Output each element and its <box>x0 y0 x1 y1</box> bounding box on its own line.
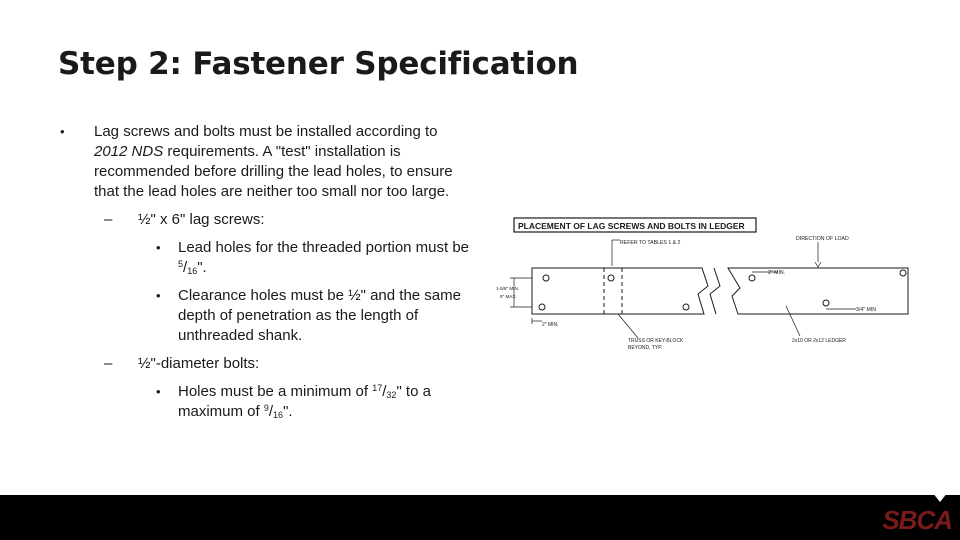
bolt-holes-end: ". <box>283 403 293 420</box>
dimension-lines <box>510 239 856 339</box>
bolt-holes-mid: " to a maximum of <box>178 383 431 420</box>
hole <box>538 303 546 311</box>
ledger-diagram: PLACEMENT OF LAG SCREWS AND BOLTS IN LED… <box>496 217 909 351</box>
ledger-outline <box>531 267 909 315</box>
label-refer-tables: REFER TO TABLES 1 & 2 <box>620 240 681 246</box>
bolt-holes-text: Holes must be a minimum of <box>178 383 373 400</box>
sub-sub-bullet-bolt-holes: • Holes must be a minimum of 17/32" to a… <box>156 383 431 420</box>
label-truss-2: BEYOND, TYP. <box>628 345 662 351</box>
diagram-title-box <box>513 217 757 233</box>
sub-bullet-lag-screws: – ½" x 6" lag screws: <box>58 210 470 230</box>
label-dim-left-2: 5" MAX. <box>500 294 517 299</box>
hole <box>607 274 615 282</box>
slide-body: • Lag screws and bolts must be installed… <box>58 122 470 430</box>
bullet-marker: • <box>156 384 161 399</box>
footer-bar: SBCA <box>0 492 960 540</box>
lead-holes-end: ". <box>197 259 207 276</box>
fraction-numerator: 5 <box>178 259 184 269</box>
sub-bullet-bolts: – ½"-diameter bolts: <box>58 354 470 374</box>
footer-notch <box>932 492 948 502</box>
dash-marker: – <box>104 211 113 228</box>
dash-marker: – <box>104 355 113 372</box>
bullet-marker: • <box>60 124 65 139</box>
label-three-quarter-min: 3/4" MIN <box>856 307 876 313</box>
fraction-denominator: 16 <box>273 410 284 420</box>
fraction-denominator: 16 <box>187 266 198 276</box>
sub-bullet-bolts-text: ½"-diameter bolts: <box>138 355 260 372</box>
bullet-marker: • <box>156 240 161 255</box>
fraction-numerator: 17 <box>372 383 383 393</box>
label-truss-1: TRUSS OR KEY-BLOCK <box>628 338 684 344</box>
sub-sub-bullet-clearance-holes: • Clearance holes must be ½" and the sam… <box>58 286 470 346</box>
label-ledger: 2x10 OR 2x12 LEDGER <box>792 338 846 344</box>
label-two-min: 2" MIN. <box>768 270 785 276</box>
label-direction-of-load: DIRECTION OF LOAD <box>796 236 849 242</box>
bullet-main-text-2: requirements. A "test" installation is r… <box>94 143 453 200</box>
label-two-min-bottom: 2" MIN. <box>542 322 559 328</box>
sbca-logo: SBCA <box>882 505 953 535</box>
hole <box>748 274 756 282</box>
diagram-labels: REFER TO TABLES 1 & 2 DIRECTION OF LOAD … <box>496 236 876 351</box>
fastener-holes <box>538 269 907 311</box>
bullet-marker: • <box>156 288 161 303</box>
diagram-title: PLACEMENT OF LAG SCREWS AND BOLTS IN LED… <box>518 221 745 231</box>
sub-bullet-lag-screws-text: ½" x 6" lag screws: <box>138 211 265 228</box>
bullet-main-italic: 2012 NDS <box>94 143 164 160</box>
bullet-main-text-1: Lag screws and bolts must be installed a… <box>94 123 438 140</box>
label-dim-left-1: 1-5/8" MIN. <box>496 286 519 291</box>
hole <box>542 274 550 282</box>
sub-sub-bullet-lead-holes: • Lead holes for the threaded portion mu… <box>156 239 470 276</box>
hole <box>682 303 690 311</box>
bullet-main: • Lag screws and bolts must be installed… <box>58 122 470 202</box>
fraction-numerator: 9 <box>263 403 269 413</box>
fraction-denominator: 32 <box>386 390 397 400</box>
hole <box>899 269 907 277</box>
clearance-holes-text: Clearance holes must be ½" and the same … <box>178 287 461 344</box>
hole <box>822 299 830 307</box>
lead-holes-text: Lead holes for the threaded portion must… <box>178 239 470 256</box>
slide-title: Step 2: Fastener Specification <box>58 46 579 82</box>
